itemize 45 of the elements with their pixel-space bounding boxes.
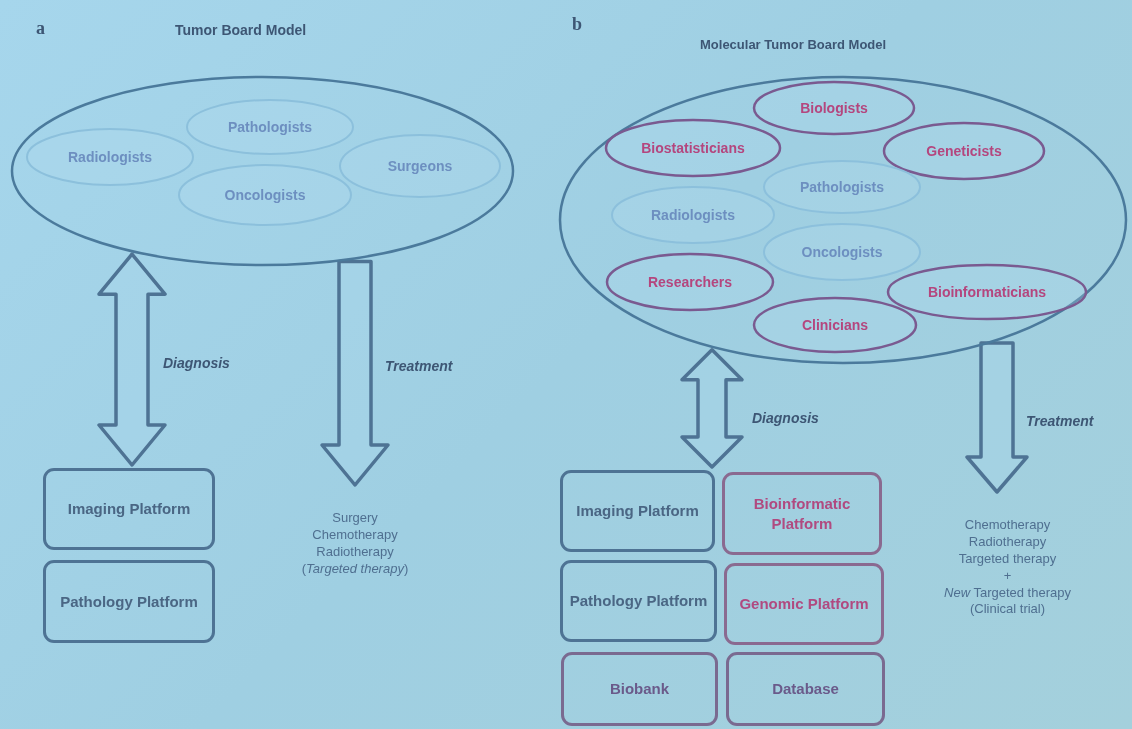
specialist-ellipse: Pathologists bbox=[185, 98, 355, 156]
specialist-ellipse: Oncologists bbox=[762, 222, 922, 282]
edge-label: Diagnosis bbox=[752, 410, 819, 426]
team-ellipse bbox=[558, 75, 1128, 365]
treatment-item: + bbox=[1003, 567, 1012, 585]
treatment-item: (Targeted therapy) bbox=[301, 560, 409, 578]
double-headed-arrow bbox=[680, 348, 744, 469]
specialist-ellipse: Researchers bbox=[605, 252, 775, 312]
block-arrow bbox=[320, 259, 390, 487]
treatment-item: Surgery bbox=[332, 510, 378, 527]
treatment-item: (Clinical trial) bbox=[969, 601, 1046, 619]
specialist-ellipse: Surgeons bbox=[338, 133, 502, 199]
platform-box: Imaging Platform bbox=[43, 468, 215, 550]
platform-box: Pathology Platform bbox=[43, 560, 215, 643]
treatment-item: New Targeted therapy bbox=[944, 584, 1071, 602]
edge-label: Treatment bbox=[1026, 413, 1094, 429]
panel-letter: b bbox=[572, 14, 582, 35]
specialist-ellipse: Clinicians bbox=[752, 296, 918, 354]
specialist-ellipse: Biostatisticians bbox=[604, 118, 782, 178]
treatment-item: Radiotherapy bbox=[968, 533, 1047, 551]
block-arrow bbox=[965, 341, 1029, 494]
specialist-ellipse: Geneticists bbox=[882, 121, 1046, 181]
treatment-item: Radiotherapy bbox=[316, 543, 394, 561]
treatment-item: Chemotherapy bbox=[312, 526, 398, 544]
treatment-item: Targeted therapy bbox=[958, 550, 1057, 568]
specialist-ellipse: Biologists bbox=[752, 80, 916, 136]
team-ellipse bbox=[10, 75, 515, 267]
platform-box: Genomic Platform bbox=[724, 563, 884, 645]
treatment-item: Chemotherapy bbox=[964, 517, 1051, 534]
panel-letter: a bbox=[36, 18, 45, 39]
specialist-ellipse: Pathologists bbox=[762, 159, 922, 215]
specialist-ellipse: Oncologists bbox=[177, 163, 353, 227]
panel-title: Molecular Tumor Board Model bbox=[700, 37, 887, 52]
platform-box: Database bbox=[726, 652, 885, 726]
edge-label: Diagnosis bbox=[163, 355, 230, 371]
platform-box: Pathology Platform bbox=[560, 560, 717, 642]
platform-box: Imaging Platform bbox=[560, 470, 715, 552]
panel-title: Tumor Board Model bbox=[175, 22, 307, 38]
platform-box: Bioinformatic Platform bbox=[722, 472, 882, 555]
platform-box: Biobank bbox=[561, 652, 718, 726]
double-headed-arrow bbox=[97, 252, 167, 467]
edge-label: Treatment bbox=[385, 358, 453, 374]
specialist-ellipse: Radiologists bbox=[610, 185, 776, 245]
specialist-ellipse: Bioinformaticians bbox=[886, 263, 1088, 321]
specialist-ellipse: Radiologists bbox=[25, 127, 195, 187]
